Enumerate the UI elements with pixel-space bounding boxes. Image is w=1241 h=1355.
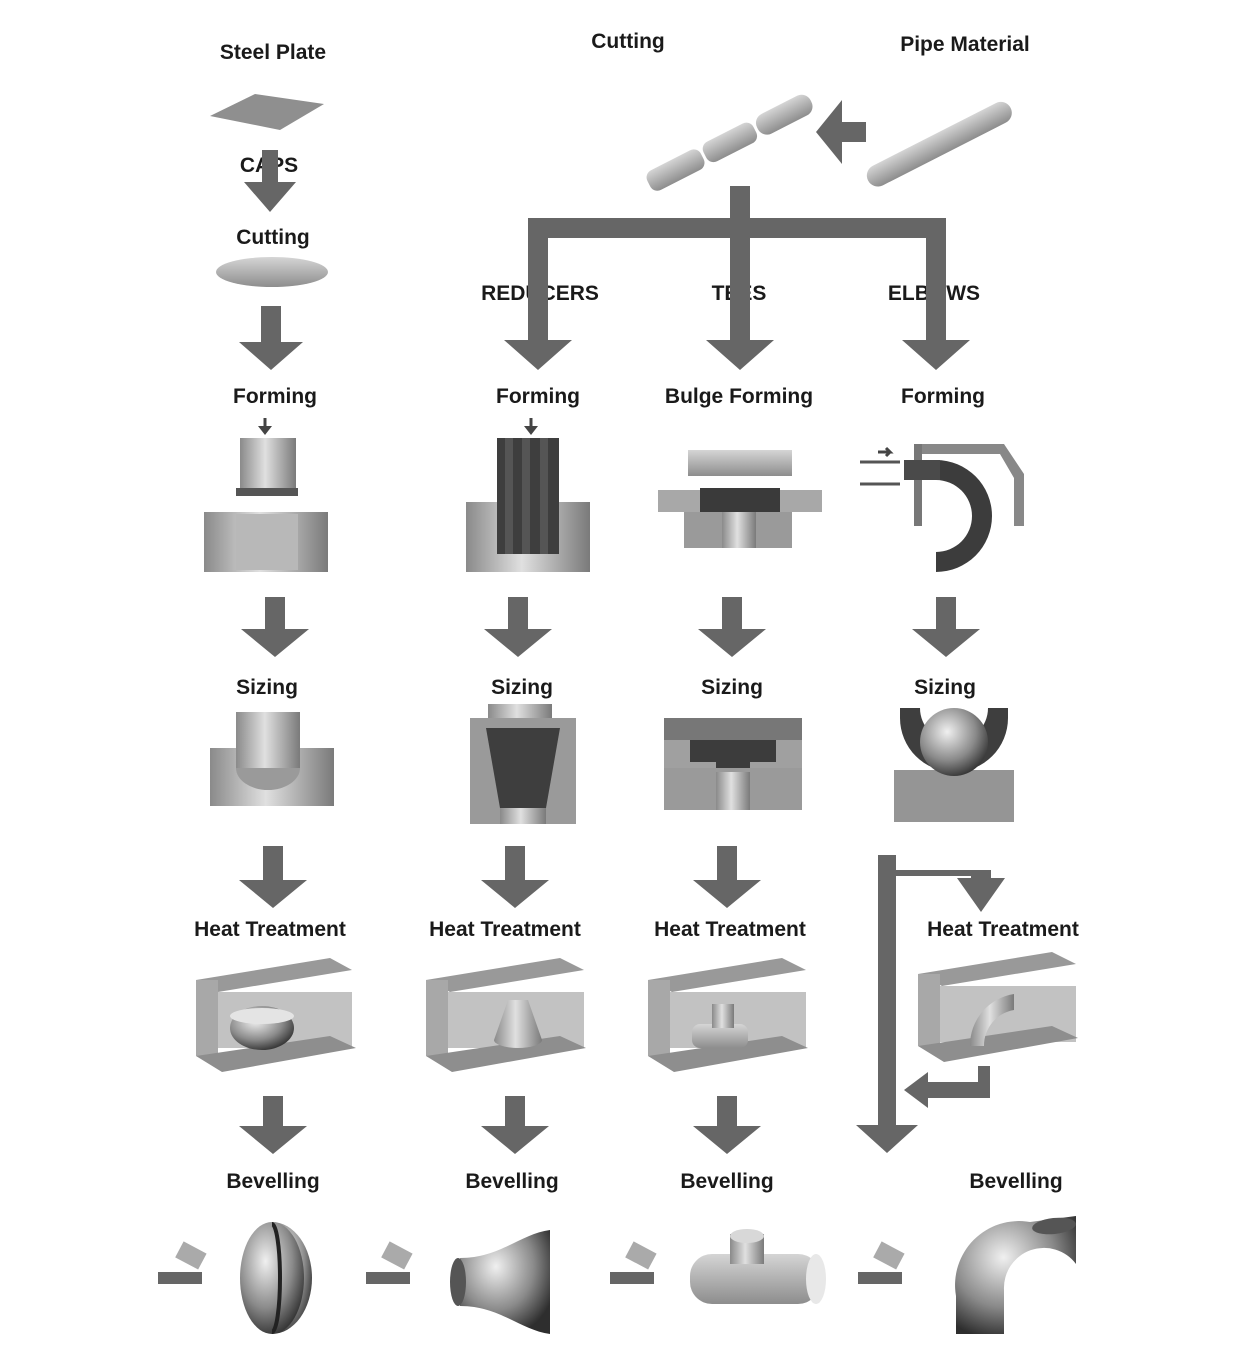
finished-cap — [240, 1222, 312, 1334]
bevel-tool-reducers — [366, 1241, 413, 1284]
elbows-sizing-label: Sizing — [914, 676, 976, 699]
finished-elbow — [955, 1216, 1076, 1334]
arrow-reducers-3 — [481, 846, 549, 908]
cutting-top-label: Cutting — [591, 30, 664, 53]
arrow-reducers-2 — [484, 597, 552, 657]
arrow-reducers-4 — [481, 1096, 549, 1154]
bevel-tool-caps — [158, 1241, 207, 1284]
caps-forming-label: Forming — [233, 385, 317, 408]
finished-tee — [690, 1229, 826, 1304]
heat-treatment-stage — [196, 952, 1078, 1072]
tees-forming-label: Bulge Forming — [665, 385, 813, 408]
caps-bevelling-label: Bevelling — [226, 1170, 319, 1193]
furnace-reducers — [426, 958, 586, 1072]
furnace-tees — [648, 958, 808, 1072]
arrow-elbows-2 — [912, 597, 980, 657]
bevelling-stage — [158, 1216, 1076, 1334]
elbows-forming-label: Forming — [901, 385, 985, 408]
reducers-sizing-label: Sizing — [491, 676, 553, 699]
steel-plate-label: Steel Plate — [220, 41, 326, 64]
arrow-tees-2 — [698, 597, 766, 657]
flow-arrows — [239, 100, 1005, 1154]
arrow-elbows-to-heat — [896, 870, 1005, 912]
arrow-pipe-left — [816, 100, 866, 164]
elbows-heat-label: Heat Treatment — [927, 918, 1079, 941]
caps-sizing-label: Sizing — [236, 676, 298, 699]
elbows-bevelling-label: Bevelling — [969, 1170, 1062, 1193]
bevel-tool-tees — [610, 1241, 657, 1284]
arrow-tees-4 — [693, 1096, 761, 1154]
arrow-caps-4 — [239, 846, 307, 908]
dist-stem — [730, 186, 750, 226]
sizing-stage — [210, 704, 1014, 824]
tees-bevelling-label: Bevelling — [680, 1170, 773, 1193]
arrow-tees — [706, 228, 774, 370]
furnace-caps — [196, 958, 356, 1072]
forming-stage — [204, 418, 1024, 572]
arrow-elbows-bypass — [856, 855, 918, 1153]
pipe-material-shape — [866, 101, 1012, 187]
cut-pipe-shape — [646, 94, 813, 191]
arrow-reducers — [504, 228, 572, 370]
arrow-elbows-from-heat — [904, 1066, 990, 1108]
furnace-elbows — [918, 952, 1078, 1062]
cut-disc-shape — [216, 257, 328, 287]
reducers-forming-label: Forming — [496, 385, 580, 408]
tees-sizing-label: Sizing — [701, 676, 763, 699]
raw-material — [210, 94, 1012, 287]
finished-reducer — [450, 1230, 550, 1334]
arrow-caps-5 — [239, 1096, 307, 1154]
pipe-material-label: Pipe Material — [900, 33, 1030, 56]
arrow-tees-3 — [693, 846, 761, 908]
steel-plate-shape — [210, 94, 324, 130]
arrow-caps-1 — [244, 150, 296, 212]
arrow-elbows — [902, 228, 970, 370]
caps-heat-label: Heat Treatment — [194, 918, 346, 941]
caps-cutting-label: Cutting — [236, 226, 309, 249]
arrow-caps-3 — [241, 597, 309, 657]
reducers-heat-label: Heat Treatment — [429, 918, 581, 941]
bevel-tool-elbows — [858, 1241, 905, 1284]
tees-heat-label: Heat Treatment — [654, 918, 806, 941]
reducers-bevelling-label: Bevelling — [465, 1170, 558, 1193]
arrow-caps-2 — [239, 306, 303, 370]
